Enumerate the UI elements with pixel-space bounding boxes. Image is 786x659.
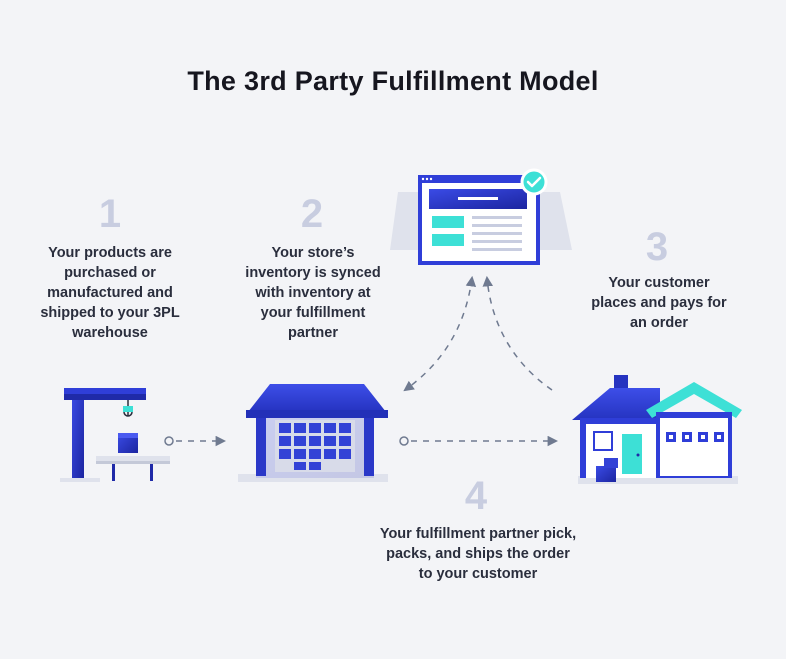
arrow-store-warehouse-sync (403, 275, 477, 392)
arrow-start-dot-1 (164, 436, 174, 446)
step-1-text: Your products are purchased or manufactu… (40, 245, 180, 341)
checkmark-badge-icon (520, 168, 548, 196)
step-4-text: Your fulfillment partner pick, packs, an… (379, 526, 577, 582)
step-2-number: 2 (300, 192, 324, 236)
step-4-number: 4 (464, 474, 488, 518)
step-1-number: 1 (98, 192, 122, 236)
crane-factory-icon (60, 388, 170, 482)
diagram-title: The 3rd Party Fulfillment Model (187, 66, 599, 96)
arrow-house-to-store (482, 275, 553, 391)
step-3-text: Your customer places and pays for an ord… (591, 275, 727, 331)
warehouse-icon (238, 384, 388, 482)
step-3-number: 3 (645, 225, 669, 269)
step-2-text: Your store’s inventory is synced with in… (245, 245, 381, 341)
online-store-window-icon (390, 175, 572, 265)
arrow-start-dot-2 (399, 436, 409, 446)
customer-house-icon (572, 375, 742, 484)
flow-arrows (164, 275, 559, 447)
